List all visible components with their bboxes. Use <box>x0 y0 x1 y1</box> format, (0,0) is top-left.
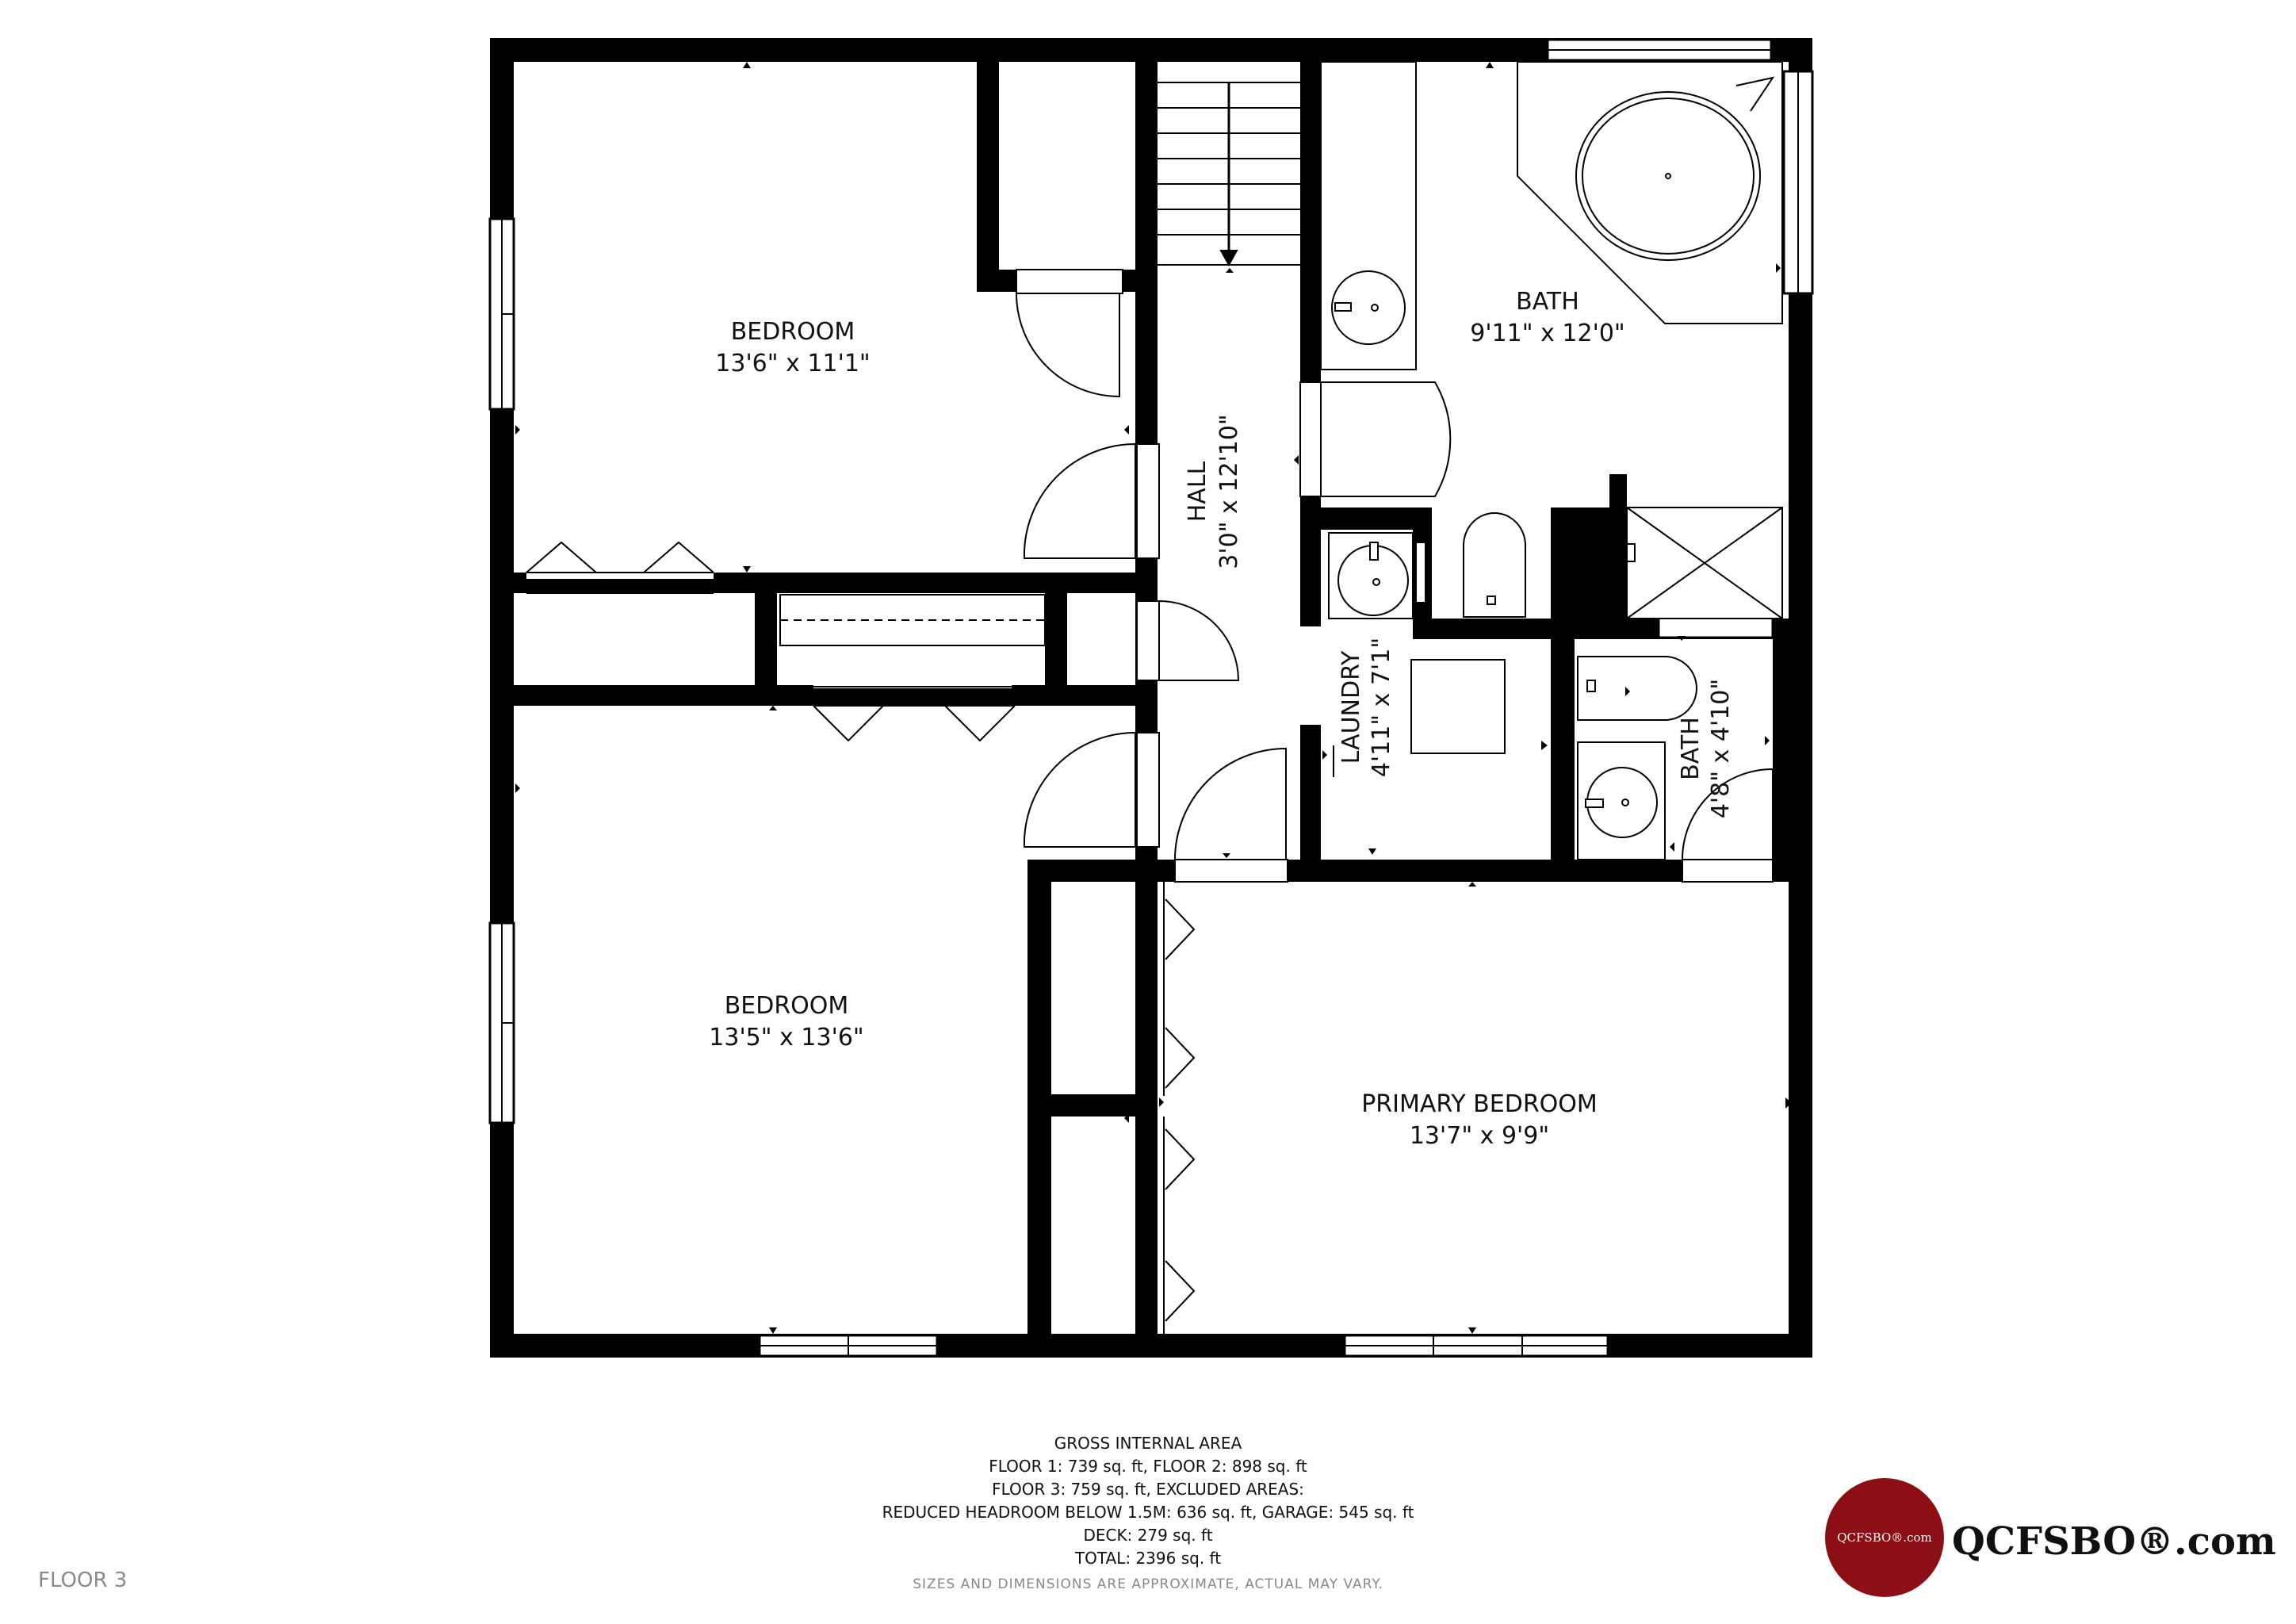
room-dims-laundry: 4'11" x 7'1" <box>1368 638 1395 777</box>
logo-wordmark: QCFSBO®.com <box>1952 1519 2276 1564</box>
logo-badge-text: QCFSBO®.com <box>1837 1530 1932 1545</box>
room-dims-primary-bedroom: 13'7" x 9'9" <box>1410 1122 1549 1150</box>
area-line: REDUCED HEADROOM BELOW 1.5M: 636 sq. ft,… <box>882 1503 1414 1522</box>
room-dims-bedroom-1: 13'6" x 11'1" <box>715 350 870 377</box>
area-summary: GROSS INTERNAL AREA FLOOR 1: 739 sq. ft,… <box>0 1432 2296 1570</box>
stairs <box>1158 82 1300 267</box>
area-line: GROSS INTERNAL AREA <box>1054 1434 1242 1453</box>
room-name-primary-bedroom: PRIMARY BEDROOM <box>1361 1090 1598 1118</box>
floor-label: FLOOR 3 <box>38 1568 128 1592</box>
room-dims-bedroom-2: 13'5" x 13'6" <box>709 1024 863 1051</box>
fixtures <box>1320 61 1783 860</box>
room-name-hall: HALL <box>1184 461 1211 522</box>
doors <box>1015 269 1774 883</box>
room-name-bedroom-1: BEDROOM <box>731 318 855 346</box>
area-line: DECK: 279 sq. ft <box>1083 1526 1213 1545</box>
bifold-doors <box>526 541 1196 1334</box>
room-dims-bath-small: 4'8" x 4'10" <box>1707 679 1735 818</box>
room-name-laundry: LAUNDRY <box>1337 650 1365 764</box>
room-labels: BEDROOM 13'6" x 11'1" BEDROOM 13'5" x 13… <box>709 288 1735 1150</box>
room-name-bedroom-2: BEDROOM <box>725 992 849 1020</box>
room-name-bath-small: BATH <box>1677 717 1705 780</box>
area-line: FLOOR 3: 759 sq. ft, EXCLUDED AREAS: <box>992 1480 1304 1499</box>
area-line: TOTAL: 2396 sq. ft <box>1074 1549 1222 1568</box>
wall-ticks <box>515 62 1792 1334</box>
disclaimer: SIZES AND DIMENSIONS ARE APPROXIMATE, AC… <box>913 1576 1383 1592</box>
area-line: FLOOR 1: 739 sq. ft, FLOOR 2: 898 sq. ft <box>989 1457 1307 1476</box>
room-name-bath-main: BATH <box>1516 288 1579 316</box>
room-dims-hall: 3'0" x 12'10" <box>1215 414 1243 569</box>
room-dims-bath-main: 9'11" x 12'0" <box>1470 320 1624 347</box>
logo-badge: QCFSBO®.com <box>1825 1478 1944 1597</box>
